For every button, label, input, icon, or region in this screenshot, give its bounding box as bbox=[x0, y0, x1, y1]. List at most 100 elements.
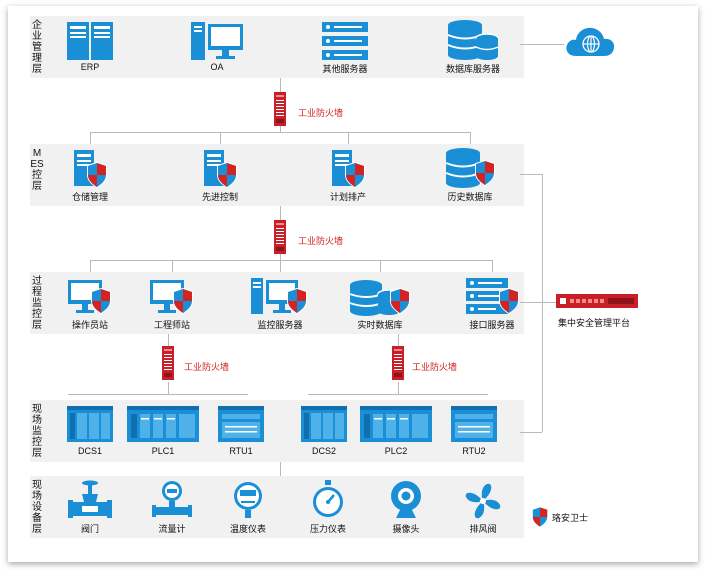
temperature-meter-icon bbox=[203, 480, 293, 520]
node-label: 先进控制 bbox=[201, 192, 238, 202]
node-label: 工程师站 bbox=[153, 320, 190, 330]
drop-mes-1 bbox=[90, 132, 91, 144]
node-plc1[interactable]: PLC1 bbox=[118, 404, 208, 456]
rack-server-icon bbox=[300, 20, 390, 60]
node-dcs2[interactable]: DCS2 bbox=[279, 404, 369, 456]
industrial-firewall-icon[interactable] bbox=[392, 346, 404, 380]
rtu-icon bbox=[429, 404, 519, 444]
node-scheduling[interactable]: 计划排产 bbox=[303, 148, 393, 203]
node-label: 实时数据库 bbox=[357, 320, 403, 330]
connector-firewall1-down bbox=[280, 124, 281, 132]
drop-process-5 bbox=[492, 260, 493, 272]
cloud-globe-icon bbox=[564, 24, 616, 60]
node-label: DCS1 bbox=[77, 446, 102, 456]
node-interface-server[interactable]: 接口服务器 bbox=[447, 276, 537, 331]
node-label: RTU1 bbox=[229, 446, 253, 456]
database-icon bbox=[428, 20, 518, 60]
architecture-diagram: 企业管理层 MES控层 过程监控层 现场监控层 现场设备层 bbox=[8, 6, 698, 562]
node-realtime-db[interactable]: 实时数据库 bbox=[335, 276, 425, 331]
node-camera[interactable]: 摄像头 bbox=[361, 480, 451, 535]
node-label: ERP bbox=[80, 62, 100, 72]
drop-mes-3 bbox=[348, 132, 349, 144]
layer-label-field-device: 现场设备层 bbox=[32, 480, 42, 535]
connector-field-device bbox=[280, 462, 281, 476]
node-dcs1[interactable]: DCS1 bbox=[45, 404, 135, 456]
industrial-firewall-icon[interactable] bbox=[162, 346, 174, 380]
node-erp[interactable]: ERP bbox=[45, 20, 135, 72]
valve-icon bbox=[45, 480, 135, 520]
legend-label: 珞安卫士 bbox=[552, 513, 589, 523]
layer-label-mes: MES控层 bbox=[30, 148, 44, 192]
monitor-shield-icon bbox=[127, 276, 217, 316]
database-shield-icon bbox=[335, 276, 425, 316]
node-label: 操作员站 bbox=[71, 320, 108, 330]
node-database-server[interactable]: 数据库服务器 bbox=[428, 20, 518, 75]
mes-layer-band bbox=[30, 144, 524, 206]
node-label: PLC1 bbox=[151, 446, 175, 456]
node-label: 其他服务器 bbox=[322, 64, 368, 74]
node-label: 仓储管理 bbox=[71, 192, 108, 202]
industrial-firewall-icon[interactable] bbox=[274, 92, 286, 126]
node-pressure-gauge[interactable]: 压力仪表 bbox=[283, 480, 373, 535]
node-operator-station[interactable]: 操作员站 bbox=[45, 276, 135, 331]
server-shield-icon bbox=[175, 148, 265, 188]
connector-mes-firewall bbox=[280, 206, 281, 222]
field-device-layer-band bbox=[30, 476, 524, 538]
node-label: RTU2 bbox=[462, 446, 486, 456]
security-appliance-icon[interactable] bbox=[556, 294, 638, 308]
drop-process-4 bbox=[380, 260, 381, 272]
plc-icon bbox=[118, 404, 208, 444]
node-label: 摄像头 bbox=[392, 524, 420, 534]
node-exhaust-fan[interactable]: 排风阀 bbox=[438, 480, 528, 535]
connector-cloud bbox=[520, 44, 564, 45]
pressure-gauge-icon bbox=[283, 480, 373, 520]
node-label: 压力仪表 bbox=[309, 524, 346, 534]
node-history-db[interactable]: 历史数据库 bbox=[425, 148, 515, 203]
node-rtu1[interactable]: RTU1 bbox=[196, 404, 286, 456]
connector-platform-process bbox=[520, 302, 568, 303]
node-label: OA bbox=[210, 62, 224, 72]
dcs-icon bbox=[45, 404, 135, 444]
layer-label-process: 过程监控层 bbox=[32, 276, 42, 331]
node-engineer-station[interactable]: 工程师站 bbox=[127, 276, 217, 331]
node-temperature-meter[interactable]: 温度仪表 bbox=[203, 480, 293, 535]
flowmeter-icon bbox=[127, 480, 217, 520]
rack-shield-icon bbox=[447, 276, 537, 316]
node-advanced-control[interactable]: 先进控制 bbox=[175, 148, 265, 203]
drop-process-3 bbox=[280, 260, 281, 272]
industrial-firewall-icon[interactable] bbox=[274, 220, 286, 254]
node-label: 接口服务器 bbox=[469, 320, 515, 330]
bus-field-right bbox=[308, 394, 488, 395]
connector-platform-vertical bbox=[542, 174, 543, 432]
dcs-icon bbox=[279, 404, 369, 444]
computer-icon bbox=[172, 20, 262, 60]
node-flowmeter[interactable]: 流量计 bbox=[127, 480, 217, 535]
node-rtu2[interactable]: RTU2 bbox=[429, 404, 519, 456]
node-label: 数据库服务器 bbox=[445, 64, 500, 74]
node-label: 历史数据库 bbox=[447, 192, 493, 202]
node-label: DCS2 bbox=[311, 446, 336, 456]
node-label: 温度仪表 bbox=[229, 524, 266, 534]
firewall-label: 工业防火墙 bbox=[298, 108, 344, 118]
connector-fw3-down bbox=[168, 382, 169, 394]
firewall-label: 工业防火墙 bbox=[184, 362, 230, 372]
firewall-label: 工业防火墙 bbox=[412, 362, 458, 372]
connector-platform-mes bbox=[520, 174, 542, 175]
connector-enterprise-firewall bbox=[280, 78, 281, 96]
workstation-shield-icon bbox=[235, 276, 325, 316]
node-label: 流量计 bbox=[158, 524, 186, 534]
firewall-label: 工业防火墙 bbox=[298, 236, 344, 246]
node-warehouse-mgmt[interactable]: 仓储管理 bbox=[45, 148, 135, 203]
node-monitor-server[interactable]: 监控服务器 bbox=[235, 276, 325, 331]
server-icon bbox=[45, 20, 135, 60]
node-label: 排风阀 bbox=[469, 524, 497, 534]
node-label: 计划排产 bbox=[329, 192, 366, 202]
node-other-servers[interactable]: 其他服务器 bbox=[300, 20, 390, 75]
node-valve[interactable]: 阀门 bbox=[45, 480, 135, 535]
connector-fw4-down bbox=[398, 382, 399, 394]
rtu-icon bbox=[196, 404, 286, 444]
node-oa[interactable]: OA bbox=[172, 20, 262, 72]
node-plc2[interactable]: PLC2 bbox=[351, 404, 441, 456]
central-platform-label: 集中安全管理平台 bbox=[558, 318, 631, 328]
drop-mes-4 bbox=[470, 132, 471, 144]
